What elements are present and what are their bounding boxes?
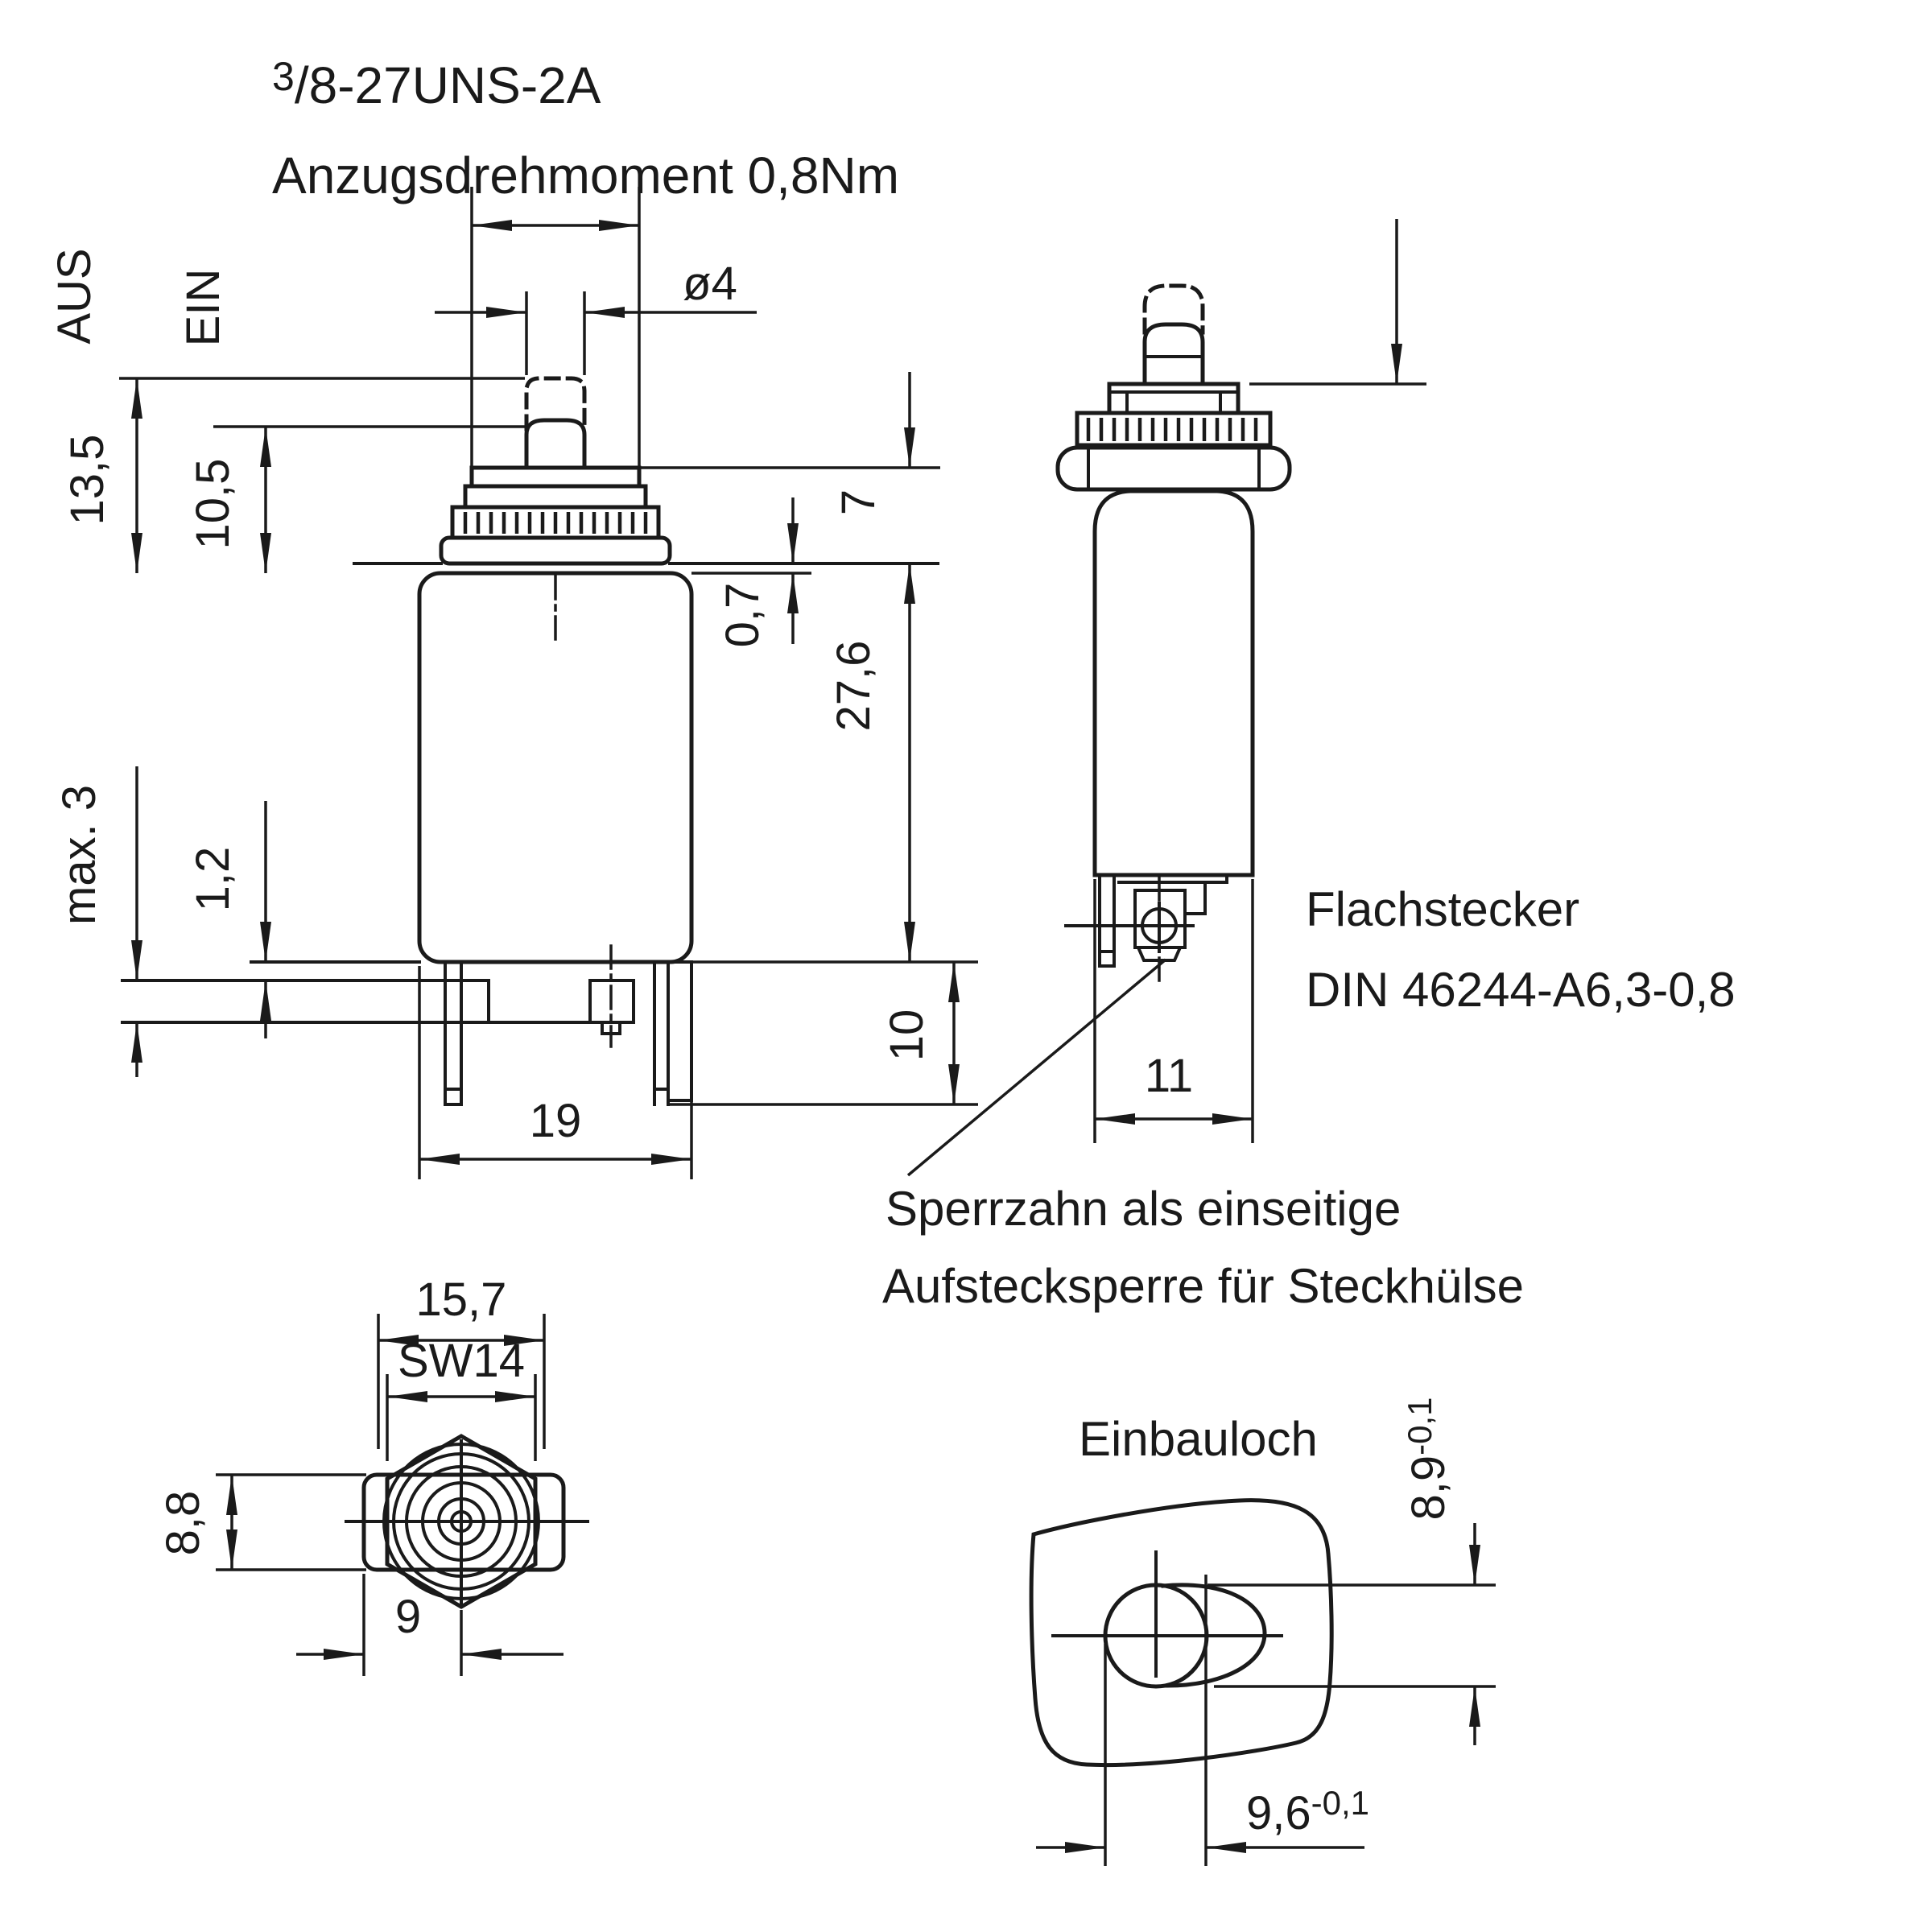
side-washer bbox=[1055, 445, 1292, 492]
side-terminal-detail bbox=[1064, 873, 1228, 982]
panel-plate-outline bbox=[1029, 1498, 1334, 1768]
thread-spec-label: 3/8-27UNS-2A bbox=[272, 54, 601, 114]
dim-10-label: 10 bbox=[881, 1009, 933, 1062]
dim-1-2-label: 1,2 bbox=[187, 847, 239, 912]
dim-9-6-value: 9,6 bbox=[1246, 1787, 1311, 1839]
side-view: 11 Flachstecker DIN 46244-A6,3-0,8 Sperr… bbox=[882, 219, 1736, 1313]
dim-sw14-label: SW14 bbox=[398, 1335, 525, 1387]
dim-max3-label: max. 3 bbox=[53, 785, 105, 925]
front-view: AUS EIN 13,5 10,5 ø4 bbox=[48, 187, 978, 1179]
thread-spec-rest: /8-27UNS-2A bbox=[295, 56, 601, 114]
dim-15-7-label: 15,7 bbox=[416, 1274, 507, 1326]
dim-7-label: 7 bbox=[832, 489, 885, 515]
front-terminals bbox=[121, 944, 693, 1106]
tooth-note-line2: Aufstecksperre für Steckhülse bbox=[882, 1259, 1524, 1313]
flange-step-1 bbox=[469, 465, 642, 489]
mounting-hole-view: Einbauloch 8,9-0,1 9,6-0,1 bbox=[1029, 1397, 1496, 1866]
tooth-note-line1: Sperrzahn als einseitige bbox=[886, 1182, 1401, 1236]
dim-8-8-label: 8,8 bbox=[157, 1491, 209, 1556]
button-solid bbox=[524, 418, 587, 470]
dim-11-label: 11 bbox=[1145, 1050, 1193, 1102]
dim-d4-label: ø4 bbox=[683, 258, 737, 310]
side-knurled-nut bbox=[1075, 411, 1273, 448]
flange-step-2 bbox=[463, 484, 648, 510]
torque-label: Anzugsdrehmoment 0,8Nm bbox=[272, 147, 899, 204]
connector-note-line1: Flachstecker bbox=[1306, 882, 1579, 936]
dim-10-5-label: 10,5 bbox=[187, 459, 239, 550]
side-button-out-dashed bbox=[1142, 283, 1205, 335]
connector-note-line2: DIN 46244-A6,3-0,8 bbox=[1306, 963, 1736, 1017]
side-knurl-hatching bbox=[1086, 418, 1258, 441]
dim-27-6-label: 27,6 bbox=[828, 641, 880, 732]
dim-8-9-value: 8,9 bbox=[1402, 1455, 1455, 1521]
knurl-hatching bbox=[463, 512, 648, 534]
dim-0-7-label: 0,7 bbox=[716, 583, 769, 648]
title-block: 3/8-27UNS-2A Anzugsdrehmoment 0,8Nm bbox=[272, 54, 899, 204]
mounting-hole-label: Einbauloch bbox=[1079, 1412, 1318, 1466]
tooth-leader-line bbox=[906, 958, 1167, 1177]
dim-8-9-tolerance: -0,1 bbox=[1401, 1397, 1439, 1455]
washer bbox=[439, 535, 672, 566]
aus-label: AUS bbox=[48, 248, 101, 344]
bottom-view: 15,7 SW14 8,8 9 bbox=[157, 1274, 589, 1676]
dim-9-6-label: 9,6-0,1 bbox=[1246, 1784, 1369, 1839]
dim-9-label: 9 bbox=[395, 1591, 421, 1643]
dim-8-9-label: 8,9-0,1 bbox=[1401, 1397, 1455, 1520]
side-body bbox=[1092, 489, 1255, 877]
hex-nut-outline bbox=[385, 1434, 538, 1609]
dim-13-5-label: 13,5 bbox=[61, 435, 114, 526]
thread-spec-sup: 3 bbox=[272, 54, 295, 99]
button-out-dashed bbox=[524, 376, 587, 431]
mounting-hole-flat-lobe bbox=[1161, 1583, 1267, 1688]
housing-body bbox=[417, 571, 694, 964]
side-button-solid bbox=[1142, 322, 1205, 386]
terminal-right-face bbox=[667, 960, 693, 1102]
ein-label: EIN bbox=[177, 269, 229, 347]
dim-19-label: 19 bbox=[530, 1095, 582, 1147]
dim-9-6-tolerance: -0,1 bbox=[1311, 1784, 1369, 1822]
tooth-foot bbox=[1135, 946, 1183, 962]
